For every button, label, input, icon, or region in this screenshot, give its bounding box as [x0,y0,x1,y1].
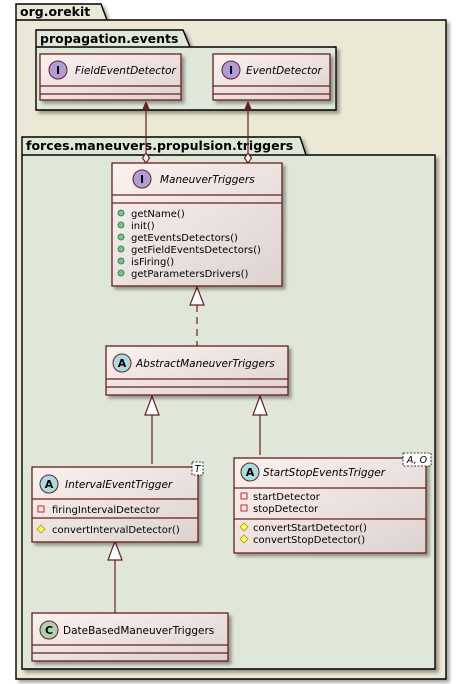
interface-badge-letter: I [56,64,60,77]
class-name: StartStopEventsTrigger [263,467,386,479]
package-title-propagation-events: propagation.events [40,31,178,46]
public-method-icon [117,233,125,241]
method: init() [131,221,155,232]
method-list: convertStartDetector() convertStopDetect… [239,522,367,546]
class-name: AbstractManeuverTriggers [135,358,275,370]
interface-badge-letter: I [140,173,144,186]
generic-parameter-box: T [191,461,204,476]
interface-badge-letter: I [229,64,233,77]
field-list: firingIntervalDetector [37,505,161,516]
generalization-triangle [144,394,160,416]
private-field-icon [240,504,248,512]
method-list: convertIntervalDetector() [36,524,180,536]
public-method-icon [117,245,125,253]
public-method-icon [117,257,125,265]
generic-parameter: A, O [406,455,428,466]
protected-method-icon [36,524,46,534]
arrow-head [142,101,150,110]
method: getName() [131,209,185,220]
relation-interval-extends-abstract [144,394,160,464]
class-field-event-detector[interactable]: I FieldEventDetector [39,53,182,101]
method-list: getName() init() getEventsDetectors() ge… [117,209,261,280]
relation-date-based-extends-interval [107,539,123,613]
method: convertStartDetector() [253,523,367,534]
abstract-badge-icon [112,353,132,373]
method: convertStopDetector() [253,535,365,546]
relation-start-stop-extends-abstract [252,394,268,455]
class-maneuver-triggers[interactable]: I ManeuverTriggers getName() init() getE… [111,162,283,287]
class-event-detector[interactable]: I EventDetector [212,53,331,101]
abstract-badge-icon [39,474,59,494]
public-method-icon [117,209,125,217]
interface-badge-icon [48,60,68,80]
field: firingIntervalDetector [52,505,161,516]
method: getParametersDrivers() [131,269,249,280]
abstract-badge-icon [240,462,260,482]
protected-method-icon [239,522,249,532]
generic-parameter: T [195,464,202,475]
generic-parameter-box: A, O [402,452,432,467]
method: convertIntervalDetector() [52,525,180,536]
package-title-org-orekit: org.orekit [20,4,90,19]
relation-abstract-realizes-maneuver-triggers [189,285,205,346]
private-field-icon [37,505,45,513]
method: getFieldEventsDetectors() [131,245,261,256]
interface-badge-icon [221,60,241,80]
package-title-forces-maneuvers-propulsion-triggers: forces.maneuvers.propulsion.triggers [26,138,293,153]
class-name: ManeuverTriggers [160,174,255,186]
class-abstract-maneuver-triggers[interactable]: A AbstractManeuverTriggers [105,345,289,396]
class-name: EventDetector [246,65,323,77]
interface-badge-icon [132,169,152,189]
realization-triangle [189,285,205,306]
class-badge-letter: C [45,624,53,637]
field-list: startDetector stopDetector [240,492,321,515]
generalization-triangle [252,394,268,416]
public-method-icon [117,221,125,229]
arrow-head [244,101,252,110]
class-badge-icon [39,620,59,640]
class-date-based-maneuver-triggers[interactable]: C DateBasedManeuverTriggers [31,612,229,662]
protected-method-icon [239,534,249,544]
class-start-stop-events-trigger[interactable]: A StartStopEventsTrigger A, O startDetec… [233,452,432,554]
private-field-icon [240,492,248,500]
public-method-icon [117,269,125,277]
class-name: FieldEventDetector [75,65,177,77]
class-name: DateBasedManeuverTriggers [63,625,214,637]
class-interval-event-trigger[interactable]: A IntervalEventTrigger T firingIntervalD… [31,461,204,543]
abstract-badge-letter: A [246,466,255,479]
field: startDetector [253,492,321,503]
abstract-badge-letter: A [118,357,127,370]
abstract-badge-letter: A [45,478,54,491]
class-name: IntervalEventTrigger [65,479,173,491]
method: isFiring() [131,257,174,268]
method: getEventsDetectors() [131,233,238,244]
generalization-triangle [107,539,123,561]
field: stopDetector [253,504,319,515]
